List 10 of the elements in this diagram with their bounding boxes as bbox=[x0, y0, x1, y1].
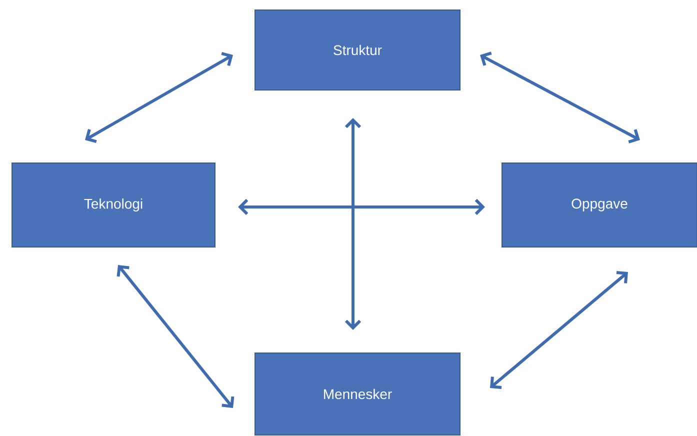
arrow bbox=[480, 52, 640, 144]
arrow bbox=[238, 198, 485, 216]
process-box: Mennesker bbox=[254, 352, 460, 436]
arrow bbox=[344, 118, 362, 330]
arrow bbox=[116, 265, 234, 408]
process-box: Oppgave bbox=[502, 162, 697, 248]
process-box: Teknologi bbox=[12, 162, 216, 248]
process-box: Struktur bbox=[254, 10, 460, 90]
arrow bbox=[490, 271, 628, 389]
arrow bbox=[85, 52, 233, 143]
